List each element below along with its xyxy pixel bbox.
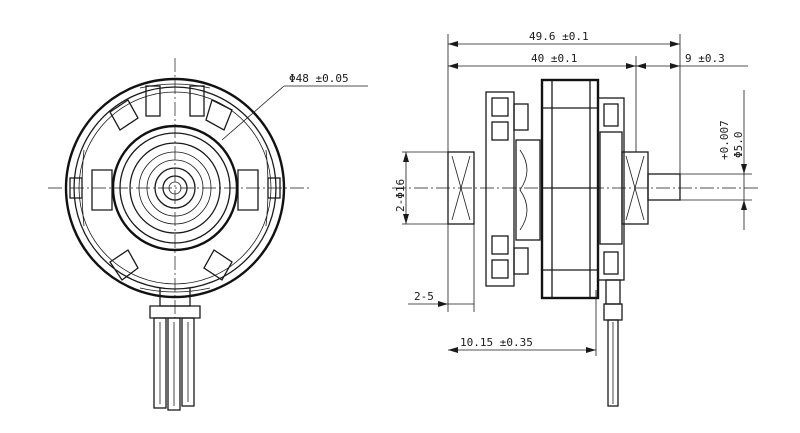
rear-end-bell (485, 91, 541, 287)
shaft-diameter-label: Φ5.0 (732, 132, 745, 159)
shaft-extension-label: 9 ±0.3 (685, 52, 725, 65)
outer-housing-ring (64, 77, 286, 299)
shaft-center (168, 181, 182, 195)
shaft-tolerance-label: +0.007 (718, 120, 731, 160)
screw-spec-label: 2-5 (414, 290, 434, 303)
bearing-holes-label: 2-Φ16 (394, 179, 407, 212)
bearing-ring-2 (146, 159, 204, 217)
front-view: Φ48 ±0.05 (48, 58, 368, 411)
shaft-outer (162, 175, 188, 201)
overall-length-label: 49.6 ±0.1 (529, 30, 589, 43)
housing-inner-ring-2 (78, 91, 272, 285)
front-end-bell (597, 97, 649, 281)
rotor-outer-ring (111, 124, 239, 252)
output-shaft (647, 173, 681, 201)
diameter-leader-line (221, 85, 285, 141)
hub-ring (154, 167, 196, 209)
wire-clamp (149, 305, 201, 319)
side-lead-wire (603, 279, 623, 407)
housing-inner-ring (73, 86, 277, 290)
body-length-label: 40 ±0.1 (531, 52, 577, 65)
outer-diameter-label: Φ48 ±0.05 (289, 72, 349, 85)
bearing-offset-label: 10.15 ±0.35 (460, 336, 533, 349)
rotor-ring (119, 132, 231, 244)
stator-core (540, 78, 600, 300)
side-view: 49.6 ±0.1 40 ±0.1 9 ±0.3 +0.007 Φ5.0 2-Φ… (392, 30, 760, 407)
lead-wires (153, 317, 195, 411)
bearing-ring (138, 151, 212, 225)
rotor-inner-ring (129, 142, 221, 234)
stator-slots (69, 83, 281, 293)
